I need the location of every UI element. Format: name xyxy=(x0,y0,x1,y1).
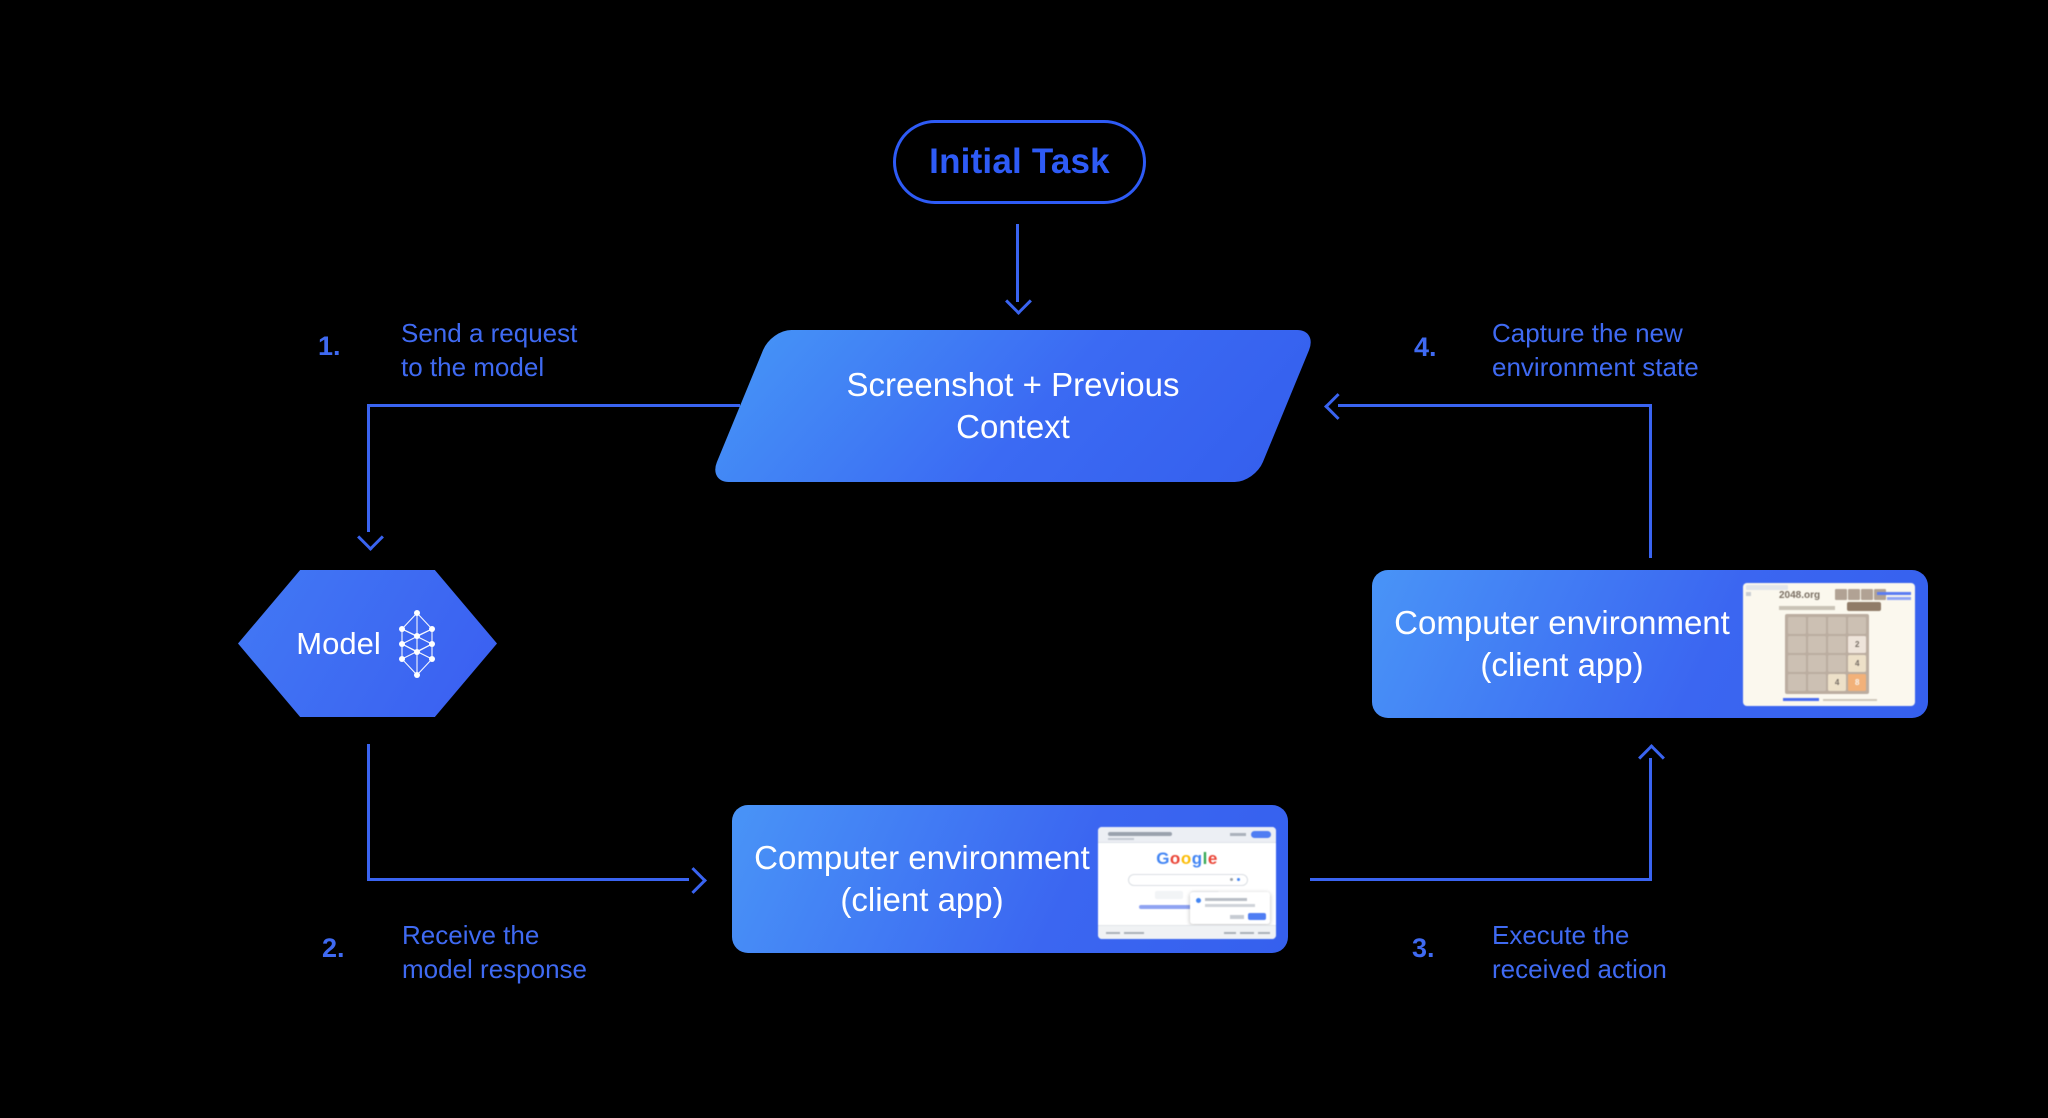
grid-cell xyxy=(1828,636,1846,653)
mic-icon xyxy=(1230,878,1233,881)
context-node-line2: Context xyxy=(956,408,1070,445)
arrowhead-up-icon xyxy=(1638,744,1665,771)
blurred-text-line xyxy=(1106,931,1120,934)
footer-bar xyxy=(1098,925,1276,939)
arrowhead-left-icon xyxy=(1324,393,1351,420)
initial-task-label: Initial Task xyxy=(929,142,1110,181)
arrow-line-context-to-model-vertical xyxy=(367,404,370,532)
model-label: Model xyxy=(296,625,381,661)
arrowhead-down-icon xyxy=(1005,288,1032,315)
tile-4: 4 xyxy=(1828,674,1846,691)
arrow-line-model-to-env-horizontal xyxy=(367,878,689,881)
initial-task-node: Initial Task xyxy=(893,120,1146,204)
dismiss-button xyxy=(1230,915,1244,919)
blurred-url-text xyxy=(1108,832,1172,836)
grid-cell xyxy=(1828,655,1846,672)
step-3-number: 3. xyxy=(1412,933,1435,963)
context-node-line1: Screenshot + Previous xyxy=(846,366,1180,403)
2048-game-screenshot: 2048.org 2 4 4 8 xyxy=(1743,583,1915,706)
new-game-button xyxy=(1847,602,1881,611)
screenshot-context-node: Screenshot + Previous Context xyxy=(708,330,1318,482)
search-button xyxy=(1155,891,1183,899)
model-node: Model xyxy=(238,570,497,717)
grid-cell xyxy=(1808,655,1826,672)
blurred-link-line xyxy=(1139,905,1235,909)
browser-tab xyxy=(1746,585,1788,590)
arrowhead-right-icon xyxy=(680,867,707,894)
game-site-title: 2048.org xyxy=(1779,590,1821,601)
env-right-line2: (client app) xyxy=(1480,646,1644,683)
score-box xyxy=(1848,589,1860,600)
signin-dialog xyxy=(1190,892,1270,924)
arrowhead-down-icon xyxy=(357,524,384,551)
step-3-label: Execute the received action xyxy=(1492,920,1667,984)
step-4-number: 4. xyxy=(1414,332,1437,362)
step-4-label: Capture the new environment state xyxy=(1492,318,1699,382)
blurred-text-line xyxy=(1240,931,1254,934)
blurred-link-line xyxy=(1783,698,1819,701)
google-logo: Google xyxy=(1156,849,1218,868)
env-bottom-line2: (client app) xyxy=(840,881,1004,918)
step-1-label: Send a request to the model xyxy=(401,318,578,382)
grid-cell xyxy=(1788,617,1806,634)
grid-cell xyxy=(1788,636,1806,653)
arrow-line-env-to-context-vertical xyxy=(1649,406,1652,558)
game-grid: 2 4 4 8 xyxy=(1785,614,1869,694)
arrow-line-env-to-env-vertical xyxy=(1649,758,1652,881)
score-box xyxy=(1835,589,1847,600)
computer-environment-node-right: Computer environment (client app) 2048.o… xyxy=(1372,570,1928,718)
computer-environment-node-bottom: Computer environment (client app) Google xyxy=(732,805,1288,953)
tile-4: 4 xyxy=(1848,655,1866,672)
blurred-text-line xyxy=(1205,904,1255,907)
grid-cell xyxy=(1808,636,1826,653)
grid-cell xyxy=(1808,617,1826,634)
blurred-text-line xyxy=(1258,931,1270,934)
arrow-line-context-to-model-horizontal xyxy=(367,404,740,407)
blurred-text-line xyxy=(1230,833,1246,836)
arrow-line-initial-to-context xyxy=(1016,224,1019,302)
search-icon xyxy=(1237,878,1240,881)
arrow-line-model-to-env-vertical xyxy=(367,744,370,881)
arrow-line-env-to-context-horizontal xyxy=(1338,404,1652,407)
browser-control-icon xyxy=(1746,592,1751,596)
blurred-text-line xyxy=(1205,898,1247,901)
tile-2: 2 xyxy=(1848,636,1866,653)
blurred-text-line xyxy=(1823,698,1877,701)
blurred-text-line xyxy=(1124,931,1144,934)
grid-cell xyxy=(1788,674,1806,691)
tile-8: 8 xyxy=(1848,674,1866,691)
score-box xyxy=(1861,589,1873,600)
browser-toolbar xyxy=(1098,827,1276,843)
env-bottom-line1: Computer environment xyxy=(754,839,1090,876)
step-2-label: Receive the model response xyxy=(402,920,587,984)
blurred-text-line xyxy=(1108,838,1134,840)
arrow-line-env-to-env-horizontal xyxy=(1310,878,1652,881)
confirm-button xyxy=(1248,913,1266,920)
neural-network-icon xyxy=(398,609,435,678)
step-1-number: 1. xyxy=(318,331,341,361)
grid-cell xyxy=(1848,617,1866,634)
grid-cell xyxy=(1788,655,1806,672)
step-2-number: 2. xyxy=(322,933,345,963)
blurred-text-line xyxy=(1779,606,1835,610)
sign-in-button xyxy=(1251,831,1271,838)
search-box xyxy=(1128,874,1248,886)
google-g-icon xyxy=(1196,898,1201,903)
env-right-line1: Computer environment xyxy=(1394,604,1730,641)
blurred-link-line xyxy=(1877,592,1911,595)
blurred-link-line xyxy=(1887,597,1911,600)
grid-cell xyxy=(1808,674,1826,691)
google-search-screenshot: Google xyxy=(1098,827,1276,939)
blurred-text-line xyxy=(1224,931,1236,934)
grid-cell xyxy=(1828,617,1846,634)
